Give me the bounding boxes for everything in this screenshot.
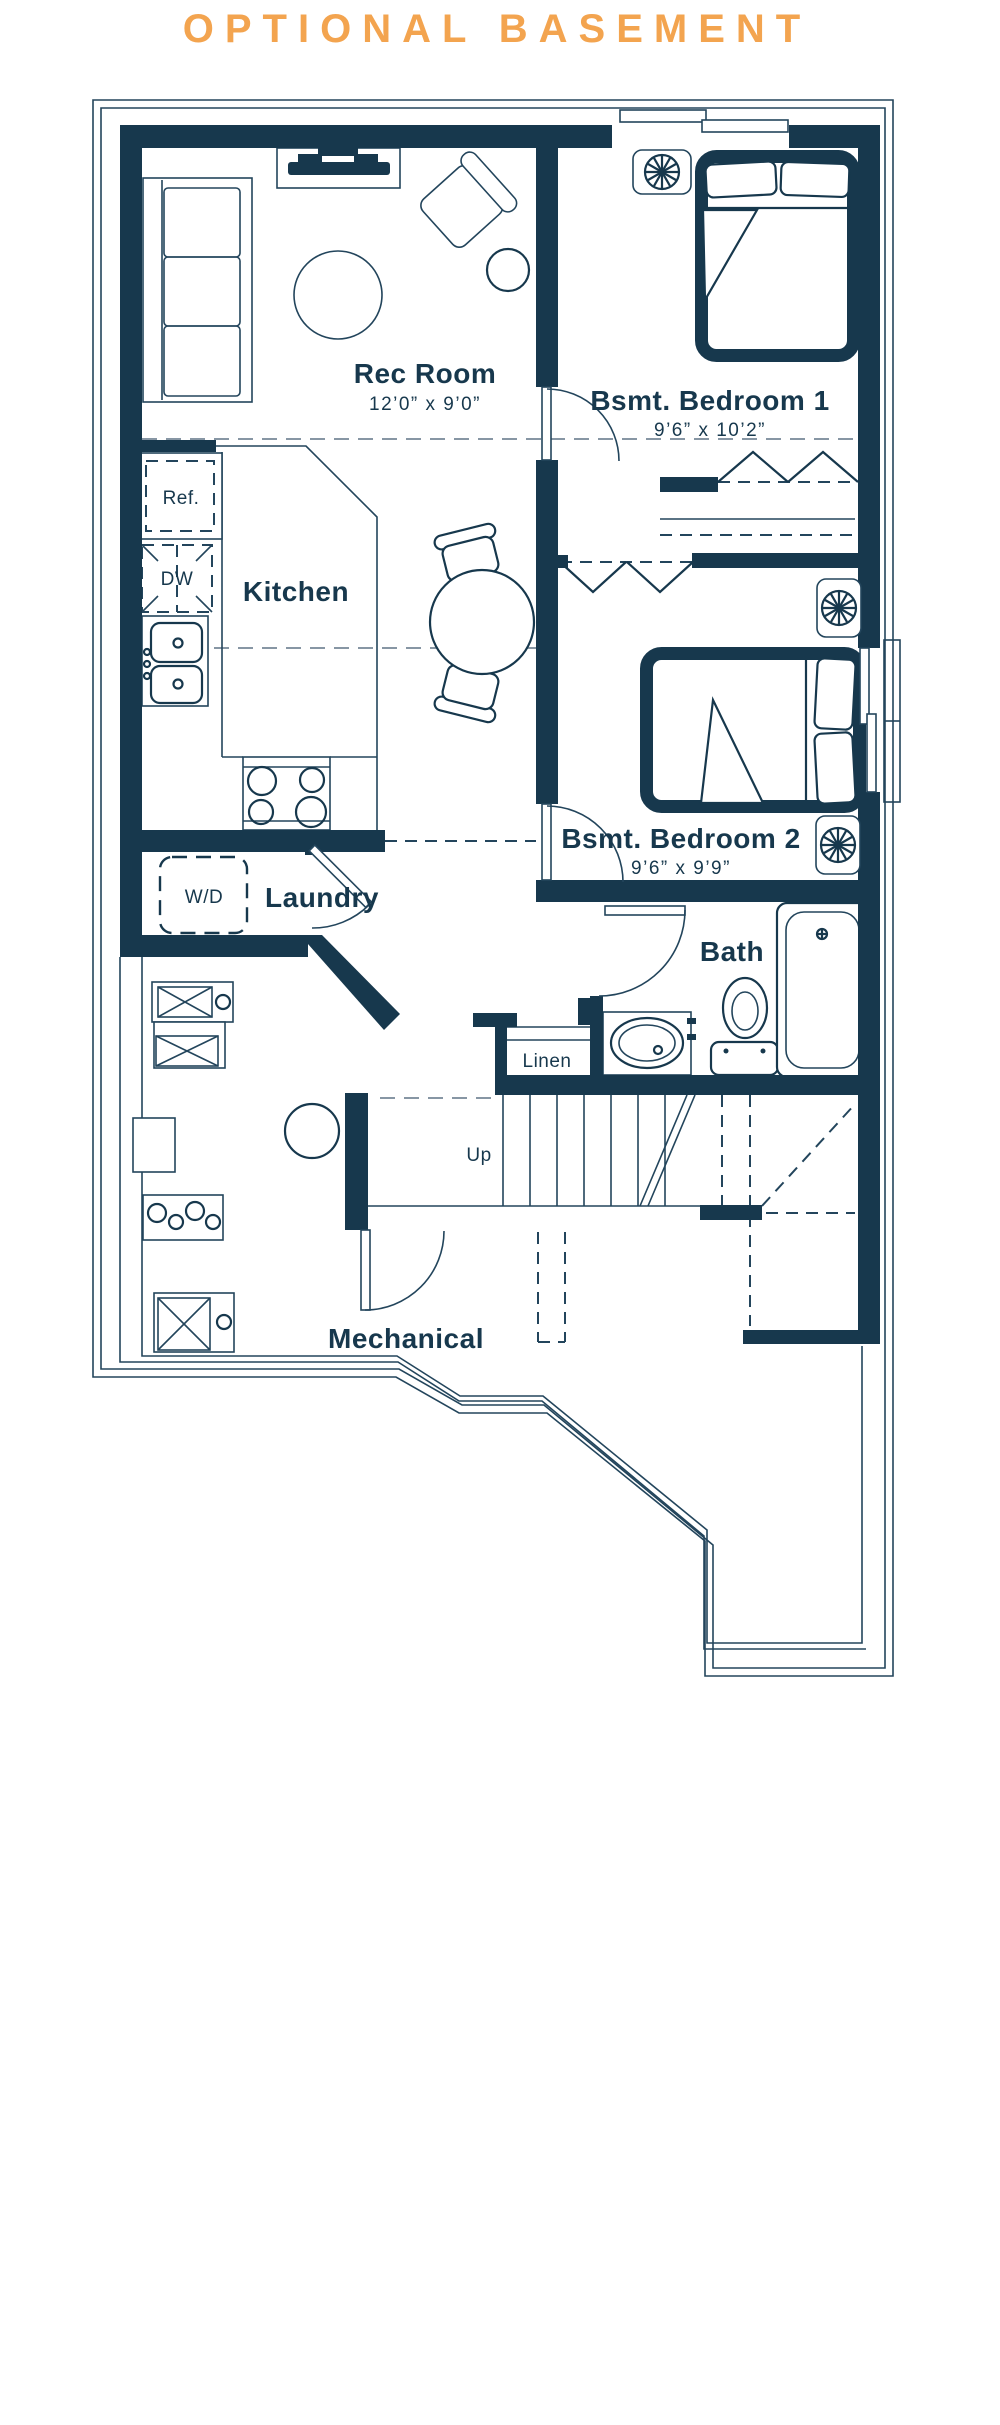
bedroom2-dims: 9’6” x 9’9” (631, 858, 731, 879)
bed-icon-bedroom2 (640, 647, 866, 813)
ceiling-fan-icon-bedroom1 (631, 148, 693, 196)
stairs-up (368, 1094, 857, 1343)
ceiling-fan-icon-bedroom2-top (815, 577, 863, 639)
bathtub-icon (775, 901, 870, 1079)
furnace-unit-1 (151, 981, 234, 1023)
refrigerator-label: Ref. (163, 488, 200, 509)
sofa-icon (142, 177, 253, 403)
stairs-up-label: Up (466, 1145, 491, 1166)
ceiling-fan-icon-bedroom2-bottom (814, 814, 862, 876)
bedroom2-closet (559, 561, 694, 594)
refrigerator (137, 452, 223, 540)
page-title: OPTIONAL BASEMENT (183, 7, 812, 51)
door-mechanical (360, 1229, 445, 1311)
vanity-sink (602, 1011, 696, 1076)
walls (120, 125, 880, 1344)
door-laundry (308, 844, 373, 929)
rec-room-label: Rec Room (354, 358, 496, 389)
bedroom1-dims: 9’6” x 10’2” (654, 420, 766, 441)
dining-table-icon (428, 521, 536, 725)
door-bedroom2 (541, 803, 624, 883)
bath-label: Bath (700, 936, 764, 967)
water-heater (283, 1102, 341, 1160)
mechanical-label: Mechanical (328, 1323, 484, 1354)
kitchen-label: Kitchen (243, 576, 349, 607)
furnace-unit-2 (153, 1021, 226, 1069)
tv-icon (276, 147, 401, 189)
door-bath (598, 905, 686, 997)
overhead-beam-dashes (142, 438, 858, 1099)
linen-label: Linen (523, 1051, 572, 1072)
bedroom1-label: Bsmt. Bedroom 1 (590, 385, 829, 416)
washer-dryer-label: W/D (185, 887, 223, 908)
sump-box (132, 1117, 176, 1173)
ac-unit (153, 1292, 235, 1353)
linen-shelves (507, 1026, 597, 1041)
bed-icon-bedroom1 (695, 150, 860, 362)
dishwasher-label: DW (161, 569, 194, 590)
manifold (142, 1194, 224, 1241)
washer-dryer-box (158, 855, 249, 935)
toilet-icon (709, 976, 780, 1077)
armchair-icon (420, 151, 518, 248)
rug-icon (293, 250, 383, 340)
window-bedroom2-egress (859, 639, 901, 803)
foundation-outline (92, 99, 894, 1677)
bedroom1-closet (660, 450, 859, 536)
sink-icon (141, 615, 209, 707)
laundry-label: Laundry (265, 882, 379, 913)
rec-room-dims: 12’0” x 9’0” (369, 394, 481, 415)
stove-icon (242, 756, 331, 831)
door-bedroom1 (541, 386, 620, 462)
bedroom2-label: Bsmt. Bedroom 2 (561, 823, 800, 854)
side-table-icon (485, 247, 531, 293)
window-bedroom1 (619, 109, 789, 133)
